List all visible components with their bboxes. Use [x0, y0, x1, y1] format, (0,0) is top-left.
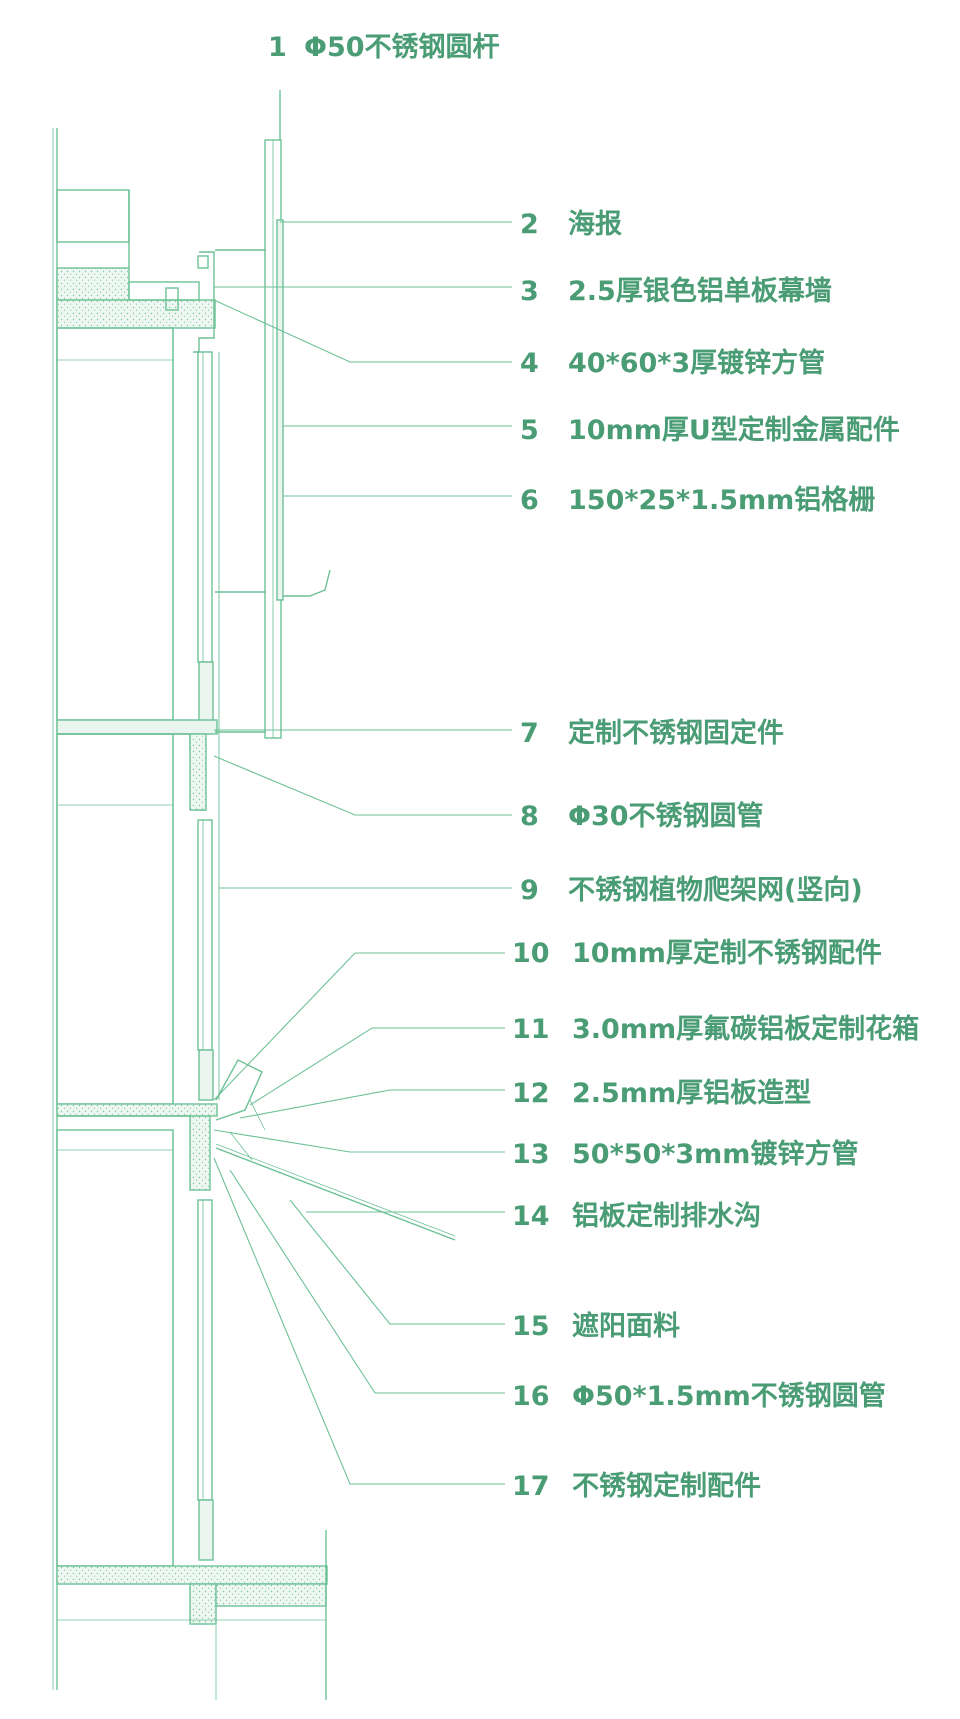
hook-detail: [283, 569, 331, 597]
label-16-number: 16: [512, 1381, 550, 1412]
roof-slab: [56, 299, 216, 329]
window-mullion-block-2: [198, 1049, 214, 1101]
label-13-text: 50*50*3mm镀锌方管: [572, 1139, 859, 1170]
room-lower-wall: [56, 1129, 174, 1567]
label-11-number: 11: [512, 1014, 550, 1045]
label-17-text: 不锈钢定制配件: [572, 1471, 761, 1502]
middle-beam-2: [189, 1115, 211, 1191]
room-upper-wall: [56, 327, 174, 721]
label-5: 5 10mm厚U型定制金属配件: [520, 417, 900, 444]
label-3-text: 2.5厚银色铝单板幕墙: [568, 276, 832, 307]
label-10: 10 10mm厚定制不锈钢配件: [512, 940, 882, 967]
label-15: 15 遮阳面料: [512, 1313, 680, 1340]
middle-slab-1: [56, 719, 218, 735]
label-13: 13 50*50*3mm镀锌方管: [512, 1141, 858, 1168]
label-1-number: 1: [268, 32, 287, 63]
room-middle-wall: [56, 733, 174, 1105]
middle-slab-2: [56, 1103, 218, 1117]
label-9-text: 不锈钢植物爬架网(竖向): [568, 875, 863, 906]
parapet-soil: [56, 267, 130, 301]
window-mullion-block-1: [198, 661, 214, 725]
label-5-number: 5: [520, 415, 539, 446]
label-12-number: 12: [512, 1078, 550, 1109]
leader-12: [239, 1089, 505, 1119]
label-3-number: 3: [520, 276, 539, 307]
window-strip-lower: [197, 1199, 213, 1501]
label-11-text: 3.0mm厚氟碳铝板定制花箱: [572, 1014, 920, 1045]
label-15-text: 遮阳面料: [572, 1311, 680, 1342]
label-16-text: Φ50*1.5mm不锈钢圆管: [572, 1381, 886, 1412]
label-17-number: 17: [512, 1471, 550, 1502]
awning-rod-a: [229, 1131, 253, 1161]
leader-4: [213, 299, 512, 363]
label-12-text: 2.5mm厚铝板造型: [572, 1078, 812, 1109]
label-3: 3 2.5厚银色铝单板幕墙: [520, 278, 832, 305]
awning-fabric-line: [215, 1147, 456, 1241]
label-9-number: 9: [520, 875, 539, 906]
label-7-text: 定制不锈钢固定件: [568, 718, 784, 749]
leader-17: [213, 1157, 505, 1485]
leader-8: [213, 755, 512, 816]
label-10-text: 10mm厚定制不锈钢配件: [572, 938, 882, 969]
label-14-text: 铝板定制排水沟: [572, 1201, 761, 1232]
label-8: 8 Φ30不锈钢圆管: [520, 803, 764, 830]
leader-13: [213, 1129, 505, 1153]
roof-small-block: [197, 255, 209, 269]
awning-fabric-line-2: [215, 1143, 456, 1237]
leader-15: [289, 1199, 505, 1325]
leader-16: [229, 1169, 505, 1394]
roof-gutter-block: [165, 287, 179, 311]
label-11: 11 3.0mm厚氟碳铝板定制花箱: [512, 1016, 919, 1043]
label-5-text: 10mm厚U型定制金属配件: [568, 415, 900, 446]
label-6-text: 150*25*1.5mm铝格栅: [568, 485, 876, 516]
label-14-number: 14: [512, 1201, 550, 1232]
roof-gutter-channel: [128, 281, 200, 301]
label-4: 4 40*60*3厚镀锌方管: [520, 350, 825, 377]
parapet-block: [56, 189, 130, 243]
label-2: 2 海报: [520, 211, 622, 238]
label-15-number: 15: [512, 1311, 550, 1342]
label-17: 17 不锈钢定制配件: [512, 1473, 761, 1500]
label-13-number: 13: [512, 1139, 550, 1170]
label-7: 7 定制不锈钢固定件: [520, 720, 784, 747]
ground-canopy: [215, 1583, 327, 1607]
label-6: 6 150*25*1.5mm铝格栅: [520, 487, 875, 514]
label-2-number: 2: [520, 209, 539, 240]
middle-beam-1: [189, 733, 207, 811]
label-2-text: 海报: [568, 209, 622, 240]
label-1: 1 Φ50不锈钢圆杆: [268, 34, 500, 61]
label-4-number: 4: [520, 348, 539, 379]
label-4-text: 40*60*3厚镀锌方管: [568, 348, 826, 379]
label-8-number: 8: [520, 801, 539, 832]
ground-slab: [56, 1565, 328, 1585]
label-6-number: 6: [520, 485, 539, 516]
leader-10: [213, 952, 505, 1101]
label-8-text: Φ30不锈钢圆管: [568, 801, 764, 832]
label-7-number: 7: [520, 718, 539, 749]
window-mullion-block-3: [198, 1499, 214, 1561]
window-strip-middle: [197, 819, 213, 1051]
label-1-text: Φ50不锈钢圆杆: [304, 32, 500, 63]
middle-slab-1-drop: [57, 733, 206, 811]
label-16: 16 Φ50*1.5mm不锈钢圆管: [512, 1383, 886, 1410]
label-14: 14 铝板定制排水沟: [512, 1203, 761, 1230]
label-9: 9 不锈钢植物爬架网(竖向): [520, 877, 863, 904]
label-12: 12 2.5mm厚铝板造型: [512, 1080, 811, 1107]
ground-beam: [189, 1583, 217, 1625]
planter-box: [215, 1059, 263, 1121]
window-strip-upper: [197, 351, 213, 663]
poster-panel: [276, 219, 284, 601]
leader-11: [249, 1027, 505, 1106]
label-10-number: 10: [512, 938, 550, 969]
